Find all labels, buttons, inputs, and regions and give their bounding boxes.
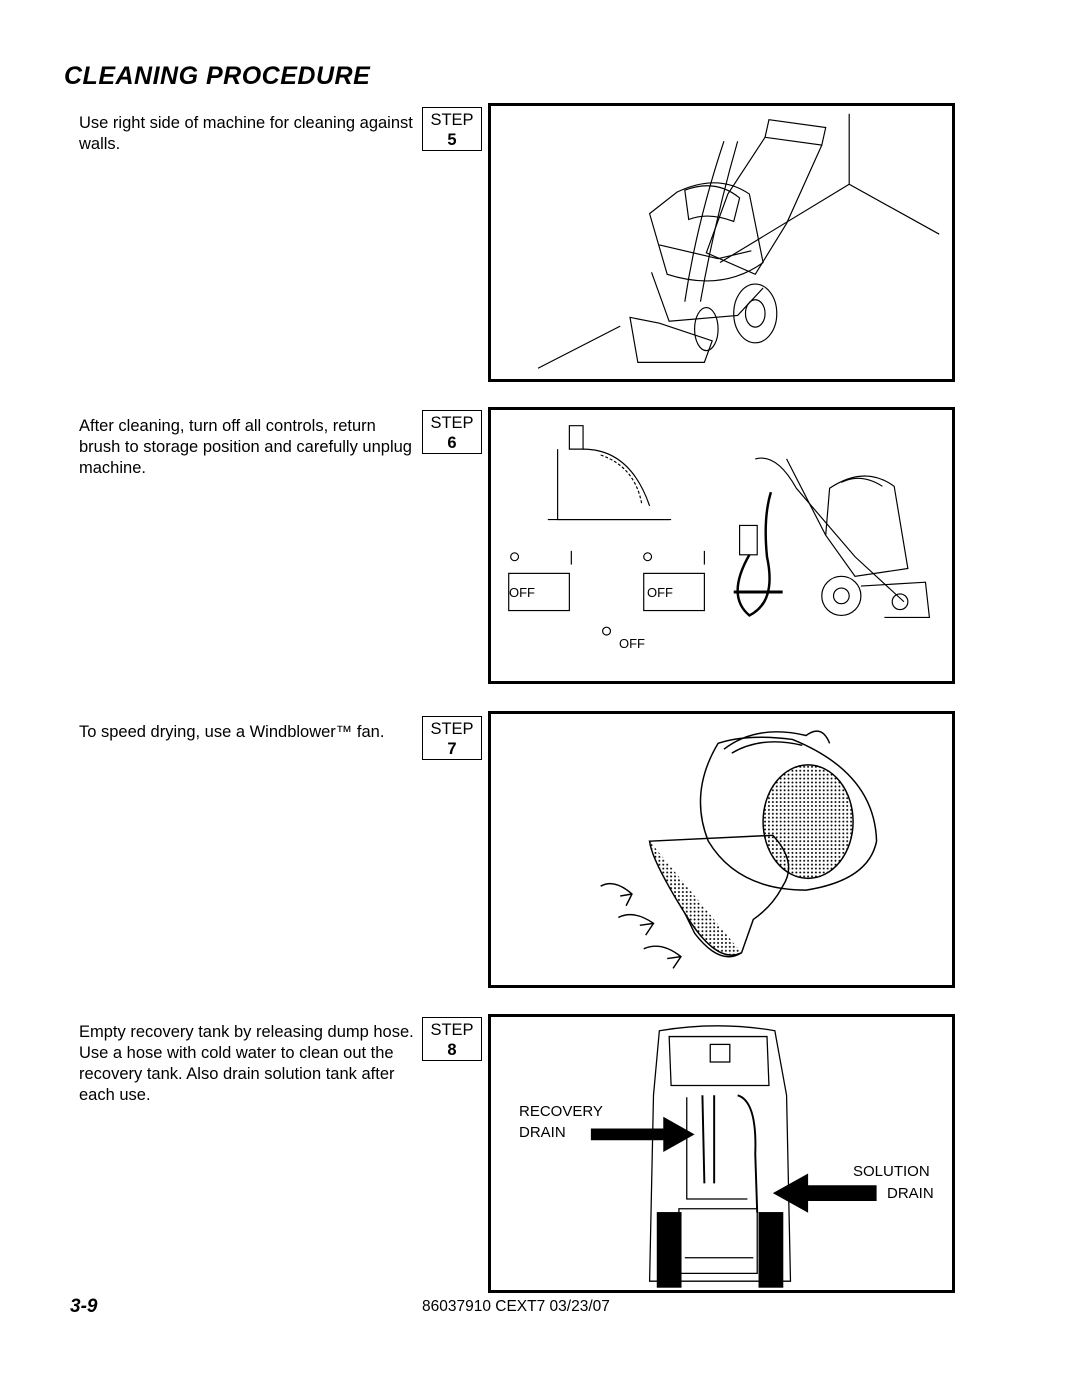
step-number: 7 [447,740,457,758]
step-5-illustration [488,103,955,382]
solution-drain-label-1: SOLUTION [853,1163,930,1180]
recovery-drain-label-1: RECOVERY [519,1103,603,1120]
step-7-badge: STEP 7 [422,716,482,760]
step-8-description: Empty recovery tank by releasing dump ho… [79,1023,414,1104]
step-5-badge: STEP 5 [422,107,482,151]
controls-off-unplug-drawing [508,425,931,636]
windblower-fan-drawing [600,730,878,969]
step-label: STEP [430,414,474,432]
step-label: STEP [430,111,474,129]
step-number: 6 [447,434,457,452]
step-number: 8 [447,1041,457,1059]
page-title: CLEANING PROCEDURE [64,62,371,90]
extractor-against-wall-drawing [537,113,940,369]
left-switch-off-label: OFF [509,585,535,600]
step-6-illustration: OFF OFF OFF [488,407,955,684]
step-8-badge: STEP 8 [422,1017,482,1061]
solution-drain-label-2: DRAIN [887,1185,934,1202]
step-8-illustration: RECOVERY DRAIN SOLUTION DRAIN [488,1014,955,1293]
step-7-illustration [488,711,955,988]
dial-off-label: OFF [619,636,645,651]
step-6-description: After cleaning, turn off all controls, r… [79,417,412,477]
step-6-badge: STEP 6 [422,410,482,454]
step-7-description: To speed drying, use a Windblower™ fan. [79,723,385,741]
step-5-description: Use right side of machine for cleaning a… [79,114,413,153]
right-switch-off-label: OFF [647,585,673,600]
footer-doc-id: 86037910 CEXT7 03/23/07 [422,1298,610,1315]
step-number: 5 [447,131,457,149]
page-number: 3-9 [70,1296,98,1317]
drain-hoses-drawing [590,1025,877,1288]
step-label: STEP [430,1021,474,1039]
step-label: STEP [430,720,474,738]
recovery-drain-label-2: DRAIN [519,1124,566,1141]
